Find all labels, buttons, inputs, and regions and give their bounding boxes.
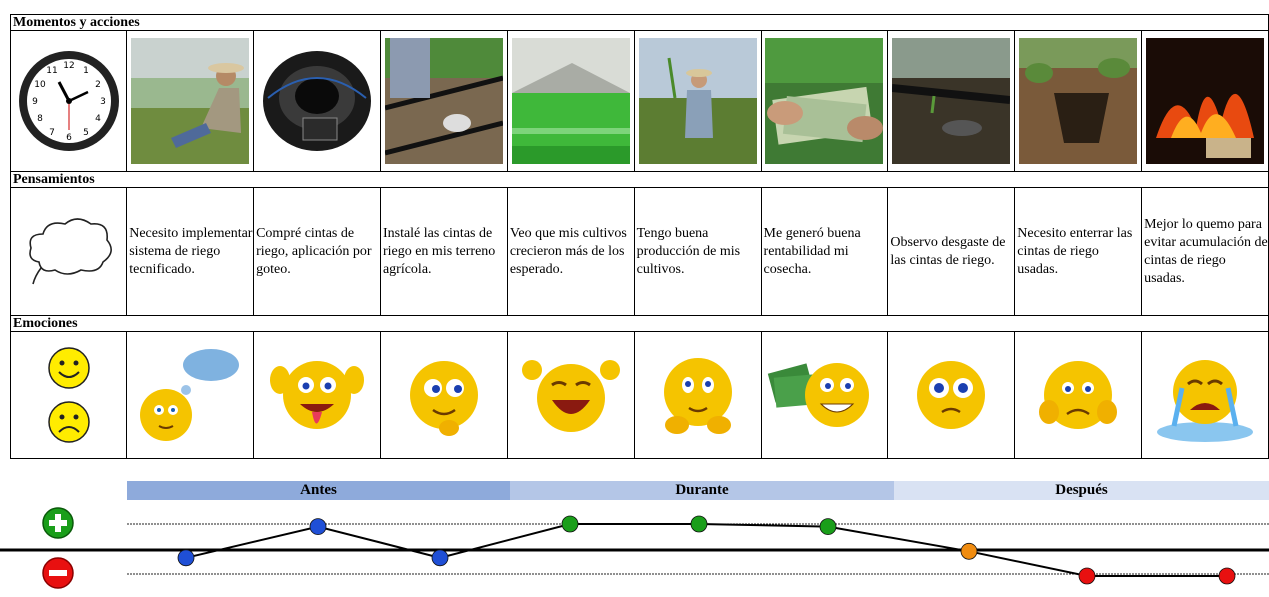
minus-circle-icon — [42, 557, 74, 589]
thought-text: Necesito enterrar las cintas de riego us… — [1014, 187, 1143, 316]
svg-text:5: 5 — [83, 128, 89, 138]
photo-burning-tape — [1141, 30, 1269, 172]
thought-text: Me generó buena rentabilidad mi cosecha. — [760, 187, 889, 316]
svg-text:8: 8 — [37, 114, 43, 124]
svg-text:2: 2 — [95, 80, 101, 90]
emoji-thinking — [126, 331, 255, 459]
emotion-point — [1218, 567, 1236, 585]
photo-drip-tape-roll — [253, 30, 381, 172]
emoji-crying — [1141, 331, 1269, 459]
thought-text: Tengo buena producción de mis cultivos. — [633, 187, 762, 316]
svg-text:6: 6 — [66, 133, 72, 143]
phase-antes: Antes — [127, 481, 510, 500]
emoji-worried — [1014, 331, 1143, 459]
emotion-point — [561, 515, 579, 533]
svg-text:11: 11 — [46, 66, 57, 76]
emotion-point — [309, 518, 327, 536]
thought-text: Compré cintas de riego, aplicación por g… — [253, 187, 381, 316]
thought-text: Necesito implementar sistema de riego te… — [126, 187, 255, 316]
svg-text:9: 9 — [32, 97, 38, 107]
thoughts-row: Necesito implementar sistema de riego te… — [9, 187, 1269, 316]
plus-circle-icon — [42, 507, 74, 539]
svg-text:4: 4 — [95, 114, 101, 124]
photo-worn-tape — [887, 30, 1016, 172]
emotion-point — [690, 515, 708, 533]
emoji-excited — [253, 331, 381, 459]
photo-burying-pit — [1014, 30, 1143, 172]
photo-farmer-crops — [633, 30, 762, 172]
sad-face-icon — [47, 401, 90, 443]
happy-face-icon — [47, 347, 90, 389]
section-moments-label: Momentos y acciones — [10, 14, 1269, 31]
thought-text: Observo desgaste de las cintas de riego. — [887, 187, 1016, 316]
emotion-legend-cell — [9, 331, 128, 459]
emoji-laughing — [506, 331, 635, 459]
emoji-content — [633, 331, 762, 459]
thought-text: Mejor lo quemo para evitar acumulación d… — [1141, 187, 1269, 316]
thought-text: Veo que mis cultivos crecieron más de lo… — [506, 187, 635, 316]
thought-cloud-cell — [9, 187, 128, 316]
svg-text:3: 3 — [100, 97, 106, 107]
emotion-curve-chart — [0, 515, 1269, 585]
phase-durante: Durante — [510, 481, 894, 500]
emoji-money — [760, 331, 889, 459]
emotion-point — [177, 549, 195, 567]
phase-despues: Después — [894, 481, 1269, 500]
svg-text:7: 7 — [49, 128, 55, 138]
emotion-point — [1078, 567, 1096, 585]
emotion-point — [819, 518, 837, 536]
section-thoughts-label: Pensamientos — [10, 171, 1269, 188]
photo-money-hands — [760, 30, 889, 172]
svg-text:1: 1 — [83, 66, 89, 76]
section-emotions-label: Emociones — [10, 315, 1269, 332]
thought-cloud-icon — [28, 217, 112, 284]
svg-text:12: 12 — [63, 61, 74, 71]
emoji-curious — [379, 331, 508, 459]
emotion-point — [431, 549, 449, 567]
thought-text: Instalé las cintas de riego en mis terre… — [379, 187, 508, 316]
svg-text:10: 10 — [34, 80, 46, 90]
emotion-point — [960, 542, 978, 560]
emoji-surprised — [887, 331, 1016, 459]
photo-green-field — [506, 30, 635, 172]
photo-farmer-resting — [126, 30, 255, 172]
emotions-row — [9, 331, 1269, 459]
photo-installing-tape — [379, 30, 508, 172]
